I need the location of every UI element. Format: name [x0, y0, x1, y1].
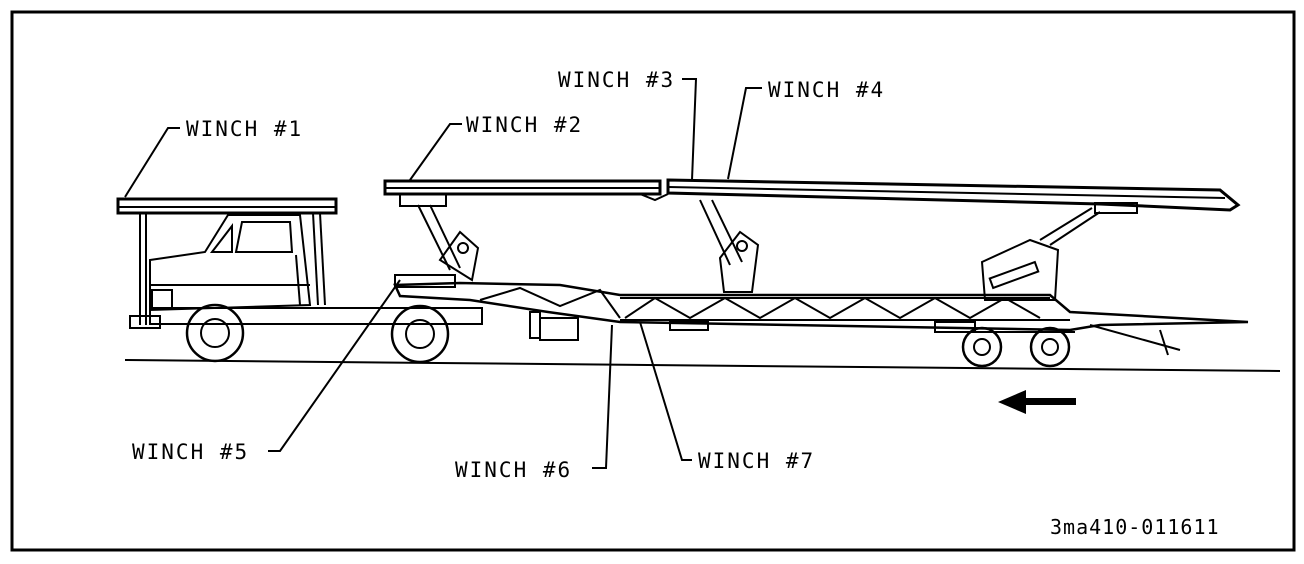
trailer	[383, 178, 1249, 368]
leader-winch-2	[409, 123, 462, 181]
leader-winch-4	[727, 87, 762, 180]
leader-lines	[124, 78, 762, 469]
leader-winch-6	[592, 324, 613, 469]
ground-line	[124, 359, 1281, 372]
arrow-left-icon	[998, 390, 1076, 414]
label-winch-3: WINCH #3	[558, 68, 675, 92]
label-winch-6: WINCH #6	[455, 458, 572, 482]
label-winch-4: WINCH #4	[768, 78, 885, 102]
leader-winch-1	[124, 127, 180, 198]
leader-winch-7	[639, 321, 692, 461]
leader-winch-5	[268, 279, 401, 452]
truck-tractor	[116, 197, 483, 364]
label-winch-1: WINCH #1	[186, 117, 303, 141]
leader-winch-3	[682, 78, 698, 181]
label-winch-5: WINCH #5	[132, 440, 249, 464]
label-winch-7: WINCH #7	[698, 449, 815, 473]
label-winch-2: WINCH #2	[466, 113, 583, 137]
figure-id: 3ma410-011611	[1050, 515, 1220, 539]
figure-frame	[10, 10, 1296, 552]
